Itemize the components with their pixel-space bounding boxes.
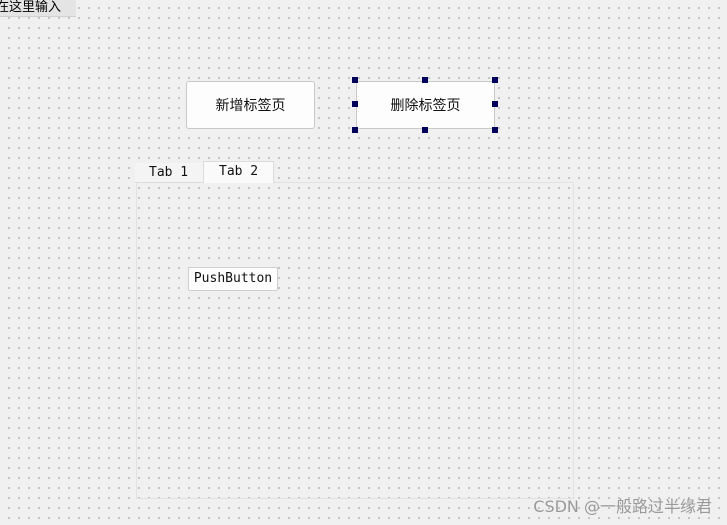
selection-handle-middle-left[interactable]: [352, 101, 358, 107]
selection-handle-bottom-left[interactable]: [352, 127, 358, 133]
selection-handle-top-right[interactable]: [492, 77, 498, 83]
tab-widget: Tab 1 Tab 2: [135, 161, 575, 500]
delete-tab-button[interactable]: 删除标签页: [356, 81, 495, 129]
tab-bar: Tab 1 Tab 2: [135, 161, 274, 183]
tab-page-panel: [136, 182, 574, 499]
add-tab-button-label: 新增标签页: [215, 98, 286, 114]
selection-handle-bottom-right[interactable]: [492, 127, 498, 133]
selection-handle-top-center[interactable]: [422, 77, 428, 83]
delete-tab-button-label: 删除标签页: [390, 98, 461, 114]
add-tab-button[interactable]: 新增标签页: [186, 81, 315, 129]
selection-handle-bottom-center[interactable]: [422, 127, 428, 133]
tab-1[interactable]: Tab 1: [135, 163, 203, 183]
menu-type-here-input[interactable]: 在这里输入: [0, 0, 76, 17]
selection-handle-middle-right[interactable]: [492, 101, 498, 107]
watermark: CSDN @一般路过半缘君: [533, 497, 712, 516]
tab-page-push-button[interactable]: PushButton: [188, 267, 278, 291]
tab-2[interactable]: Tab 2: [203, 161, 274, 183]
selection-handle-top-left[interactable]: [352, 77, 358, 83]
